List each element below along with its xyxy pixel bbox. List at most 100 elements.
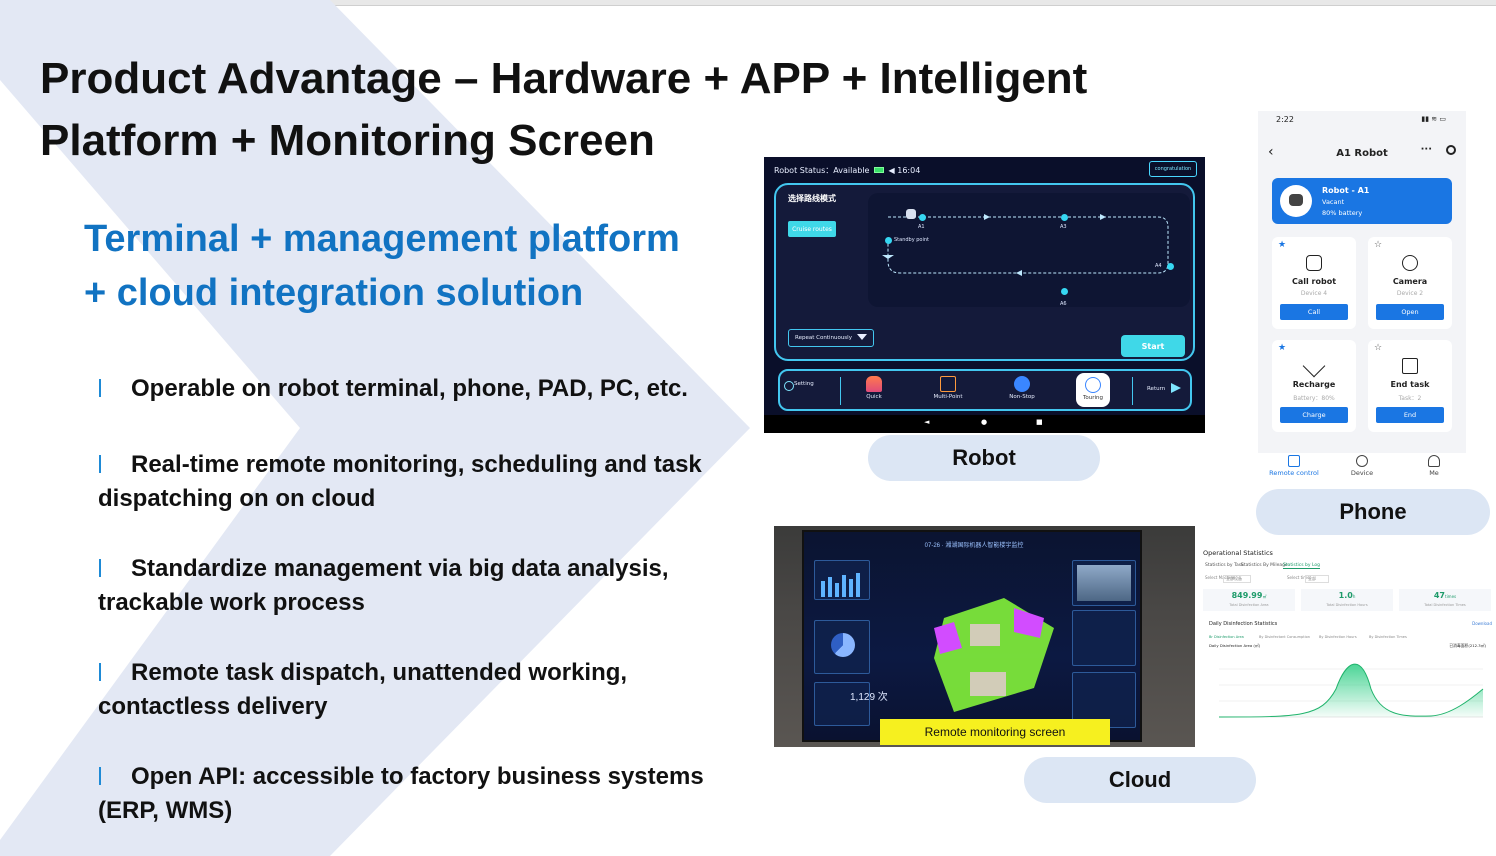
- map-point-a4-marker[interactable]: [1167, 263, 1174, 270]
- kpi-number: 849.99: [1231, 591, 1263, 600]
- nav-quick[interactable]: Quick: [844, 374, 904, 408]
- nav-non-stop[interactable]: Non-Stop: [992, 374, 1052, 408]
- star-filled-icon[interactable]: ★: [1278, 240, 1287, 250]
- robot-status-card[interactable]: Robot - A1 Vacant 80% battery: [1272, 178, 1452, 224]
- nav-return[interactable]: Return: [1136, 383, 1192, 417]
- nav-touring[interactable]: Touring: [1076, 373, 1110, 407]
- sub-tab-hours[interactable]: By Disinfection Hours: [1319, 635, 1357, 639]
- tab-device[interactable]: Device: [1332, 455, 1392, 477]
- robot-position-icon: [906, 209, 916, 219]
- multi-point-icon: [940, 376, 956, 392]
- stats-tab-log[interactable]: Statistics by Log: [1283, 563, 1320, 569]
- kpi-card: 849.99㎡ Total Disinfection Area: [1203, 589, 1295, 611]
- robot-card-name: Robot - A1: [1322, 186, 1370, 195]
- bullet-item: Real-time remote monitoring, scheduling …: [98, 448, 758, 516]
- congratulation-badge[interactable]: congratulation: [1149, 161, 1197, 177]
- robot-card-battery: 80% battery: [1322, 209, 1363, 217]
- map-point-label: A6: [1060, 301, 1067, 307]
- plug-icon: [1302, 354, 1326, 378]
- phone-page-title: A1 Robot: [1336, 147, 1388, 159]
- open-button[interactable]: Open: [1376, 304, 1444, 320]
- tab-me[interactable]: Me: [1404, 455, 1464, 477]
- area-axis-label: Daily Disinfection Area (㎡): [1209, 643, 1261, 648]
- kpi-label: Total Disinfection Times: [1424, 603, 1466, 607]
- star-outline-icon[interactable]: ☆: [1374, 343, 1383, 353]
- robot-card-status: Vacant: [1322, 198, 1345, 206]
- nav-multi-point[interactable]: Multi-Point: [918, 374, 978, 408]
- kpi-card: 1.0h Total Disinfection Hours: [1301, 589, 1393, 611]
- sub-tab-consumption[interactable]: By Disinfectant Consumption: [1259, 635, 1310, 639]
- bullet-text: Real-time remote monitoring, scheduling …: [98, 451, 702, 512]
- back-chevron-icon[interactable]: ‹: [1268, 144, 1274, 160]
- bar-chart-icon: [821, 573, 860, 597]
- standby-point-marker[interactable]: [885, 237, 892, 244]
- filter-time-label: Select time：: [1287, 575, 1314, 580]
- end-button[interactable]: End: [1376, 407, 1444, 423]
- standby-point-label: Standby point: [894, 237, 930, 243]
- kpi-label: Total Disinfection Area: [1229, 603, 1269, 607]
- tile-sub: Battery：80%: [1293, 395, 1335, 402]
- filter-machine-select[interactable]: 全部设备: [1223, 575, 1251, 583]
- phone-label-pill: Phone: [1256, 489, 1490, 535]
- tile-recharge: ★ Recharge Battery：80% Charge: [1272, 340, 1356, 432]
- counter-panel: [814, 682, 870, 726]
- nav-label: Setting: [794, 381, 814, 387]
- bar-chart-panel: [814, 560, 870, 600]
- sub-tab-times[interactable]: By Disinfection Times: [1369, 635, 1407, 639]
- kpi-label: Total Disinfection Hours: [1326, 603, 1368, 607]
- route-mode-title: 选择路线模式: [788, 194, 836, 203]
- android-nav-bar: ◄ ● ■: [764, 415, 1205, 433]
- tab-label: Me: [1429, 469, 1439, 477]
- star-filled-icon[interactable]: ★: [1278, 343, 1287, 353]
- camera-feed-image: [1077, 565, 1131, 601]
- map-point-label: A1: [918, 224, 925, 230]
- map-point-a6-marker[interactable]: [1061, 288, 1068, 295]
- call-button[interactable]: Call: [1280, 304, 1348, 320]
- start-button[interactable]: Start: [1121, 335, 1185, 357]
- nav-label: Return: [1146, 386, 1166, 392]
- camera-icon: [1402, 255, 1418, 271]
- tile-sub: Device 2: [1396, 290, 1424, 297]
- stats-tab-task[interactable]: Statistics by Task: [1205, 563, 1244, 568]
- stats-tab-mileage[interactable]: Statistics By Mileage: [1241, 563, 1288, 568]
- filter-machine-label: Select Machine：: [1205, 575, 1240, 580]
- map-point-a1-marker[interactable]: [919, 214, 926, 221]
- bullet-text: Operable on robot terminal, phone, PAD, …: [131, 375, 688, 402]
- robot-avatar-icon: [1280, 185, 1312, 217]
- bullet-text: Remote task dispatch, unattended working…: [98, 659, 628, 720]
- back-icon[interactable]: ◄: [924, 418, 930, 426]
- area-chart: [1218, 663, 1484, 718]
- map-point-a3-marker[interactable]: [1061, 214, 1068, 221]
- download-link[interactable]: Download: [1472, 621, 1492, 626]
- monitoring-screen-photo: 07-26 · 湘湖国际机器人智能楼宇监控: [774, 526, 1195, 747]
- nav-label: Touring: [1082, 395, 1104, 401]
- tile-camera: ☆ Camera Device 2 Open: [1368, 237, 1452, 329]
- repeat-mode-select[interactable]: Repeat Continuously: [788, 329, 874, 347]
- sub-tab-area[interactable]: Br Disinfection Area: [1209, 635, 1244, 639]
- tab-remote-control[interactable]: Remote control: [1264, 455, 1324, 477]
- more-options-icon[interactable]: ···: [1420, 144, 1432, 155]
- robot-status-text: Robot Status：Available: [774, 166, 870, 175]
- volume-icon: ◀: [888, 166, 895, 175]
- bullet-bar-icon: [99, 379, 101, 397]
- phone-status-time: 2:22: [1276, 115, 1294, 124]
- user-icon: [1428, 455, 1440, 467]
- kpi-unit: ㎡: [1262, 594, 1267, 599]
- non-stop-icon: [1014, 376, 1030, 392]
- charge-button[interactable]: Charge: [1280, 407, 1348, 423]
- robot-status-bar: Robot Status：Available ◀ 16:04: [774, 165, 920, 176]
- recents-icon[interactable]: ■: [1036, 418, 1043, 426]
- filter-time-select[interactable]: 全部: [1305, 575, 1329, 583]
- nav-label: Non-Stop: [1009, 394, 1035, 400]
- target-icon[interactable]: [1446, 145, 1456, 155]
- star-outline-icon[interactable]: ☆: [1374, 240, 1383, 250]
- home-icon[interactable]: ●: [981, 418, 988, 426]
- robot-terminal-screenshot: Robot Status：Available ◀ 16:04 congratul…: [764, 157, 1205, 433]
- tile-name: Recharge: [1292, 380, 1336, 389]
- bullet-bar-icon: [99, 455, 101, 473]
- cruise-routes-button[interactable]: Cruise routes: [788, 221, 836, 237]
- gear-icon: [784, 381, 794, 391]
- route-map: A1 A3 A4 A6 Standby point: [868, 193, 1190, 307]
- bullet-text: Open API: accessible to factory business…: [98, 763, 704, 824]
- nav-setting[interactable]: Setting: [784, 381, 840, 415]
